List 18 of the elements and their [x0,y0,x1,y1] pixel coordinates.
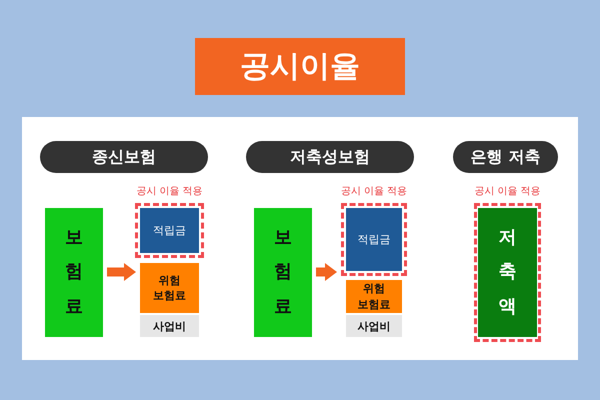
risk-premium-box: 위험 보험료 [346,280,402,313]
savings-bar: 저축액 [478,208,537,337]
heading-pill: 은행 저축 [453,141,558,173]
risk-premium-box: 위험 보험료 [140,263,199,313]
expense-box: 사업비 [346,315,402,337]
reserve-box: 적립금 [140,208,199,253]
reserve-box: 적립금 [346,208,402,271]
expense-box: 사업비 [140,315,199,337]
title-banner: 공시이율 [195,38,405,95]
node-label: 공시 이율 적용 [135,185,204,198]
arrow [107,263,136,281]
heading-pill: 종신보험 [40,141,208,173]
heading-pill: 저축성보험 [246,141,414,173]
node-label: 공시 이율 적용 [340,185,408,198]
premium-bar: 보험료 [45,208,103,337]
arrow [316,263,337,281]
premium-bar: 보험료 [254,208,312,337]
node-label: 공시 이율 적용 [473,185,542,198]
